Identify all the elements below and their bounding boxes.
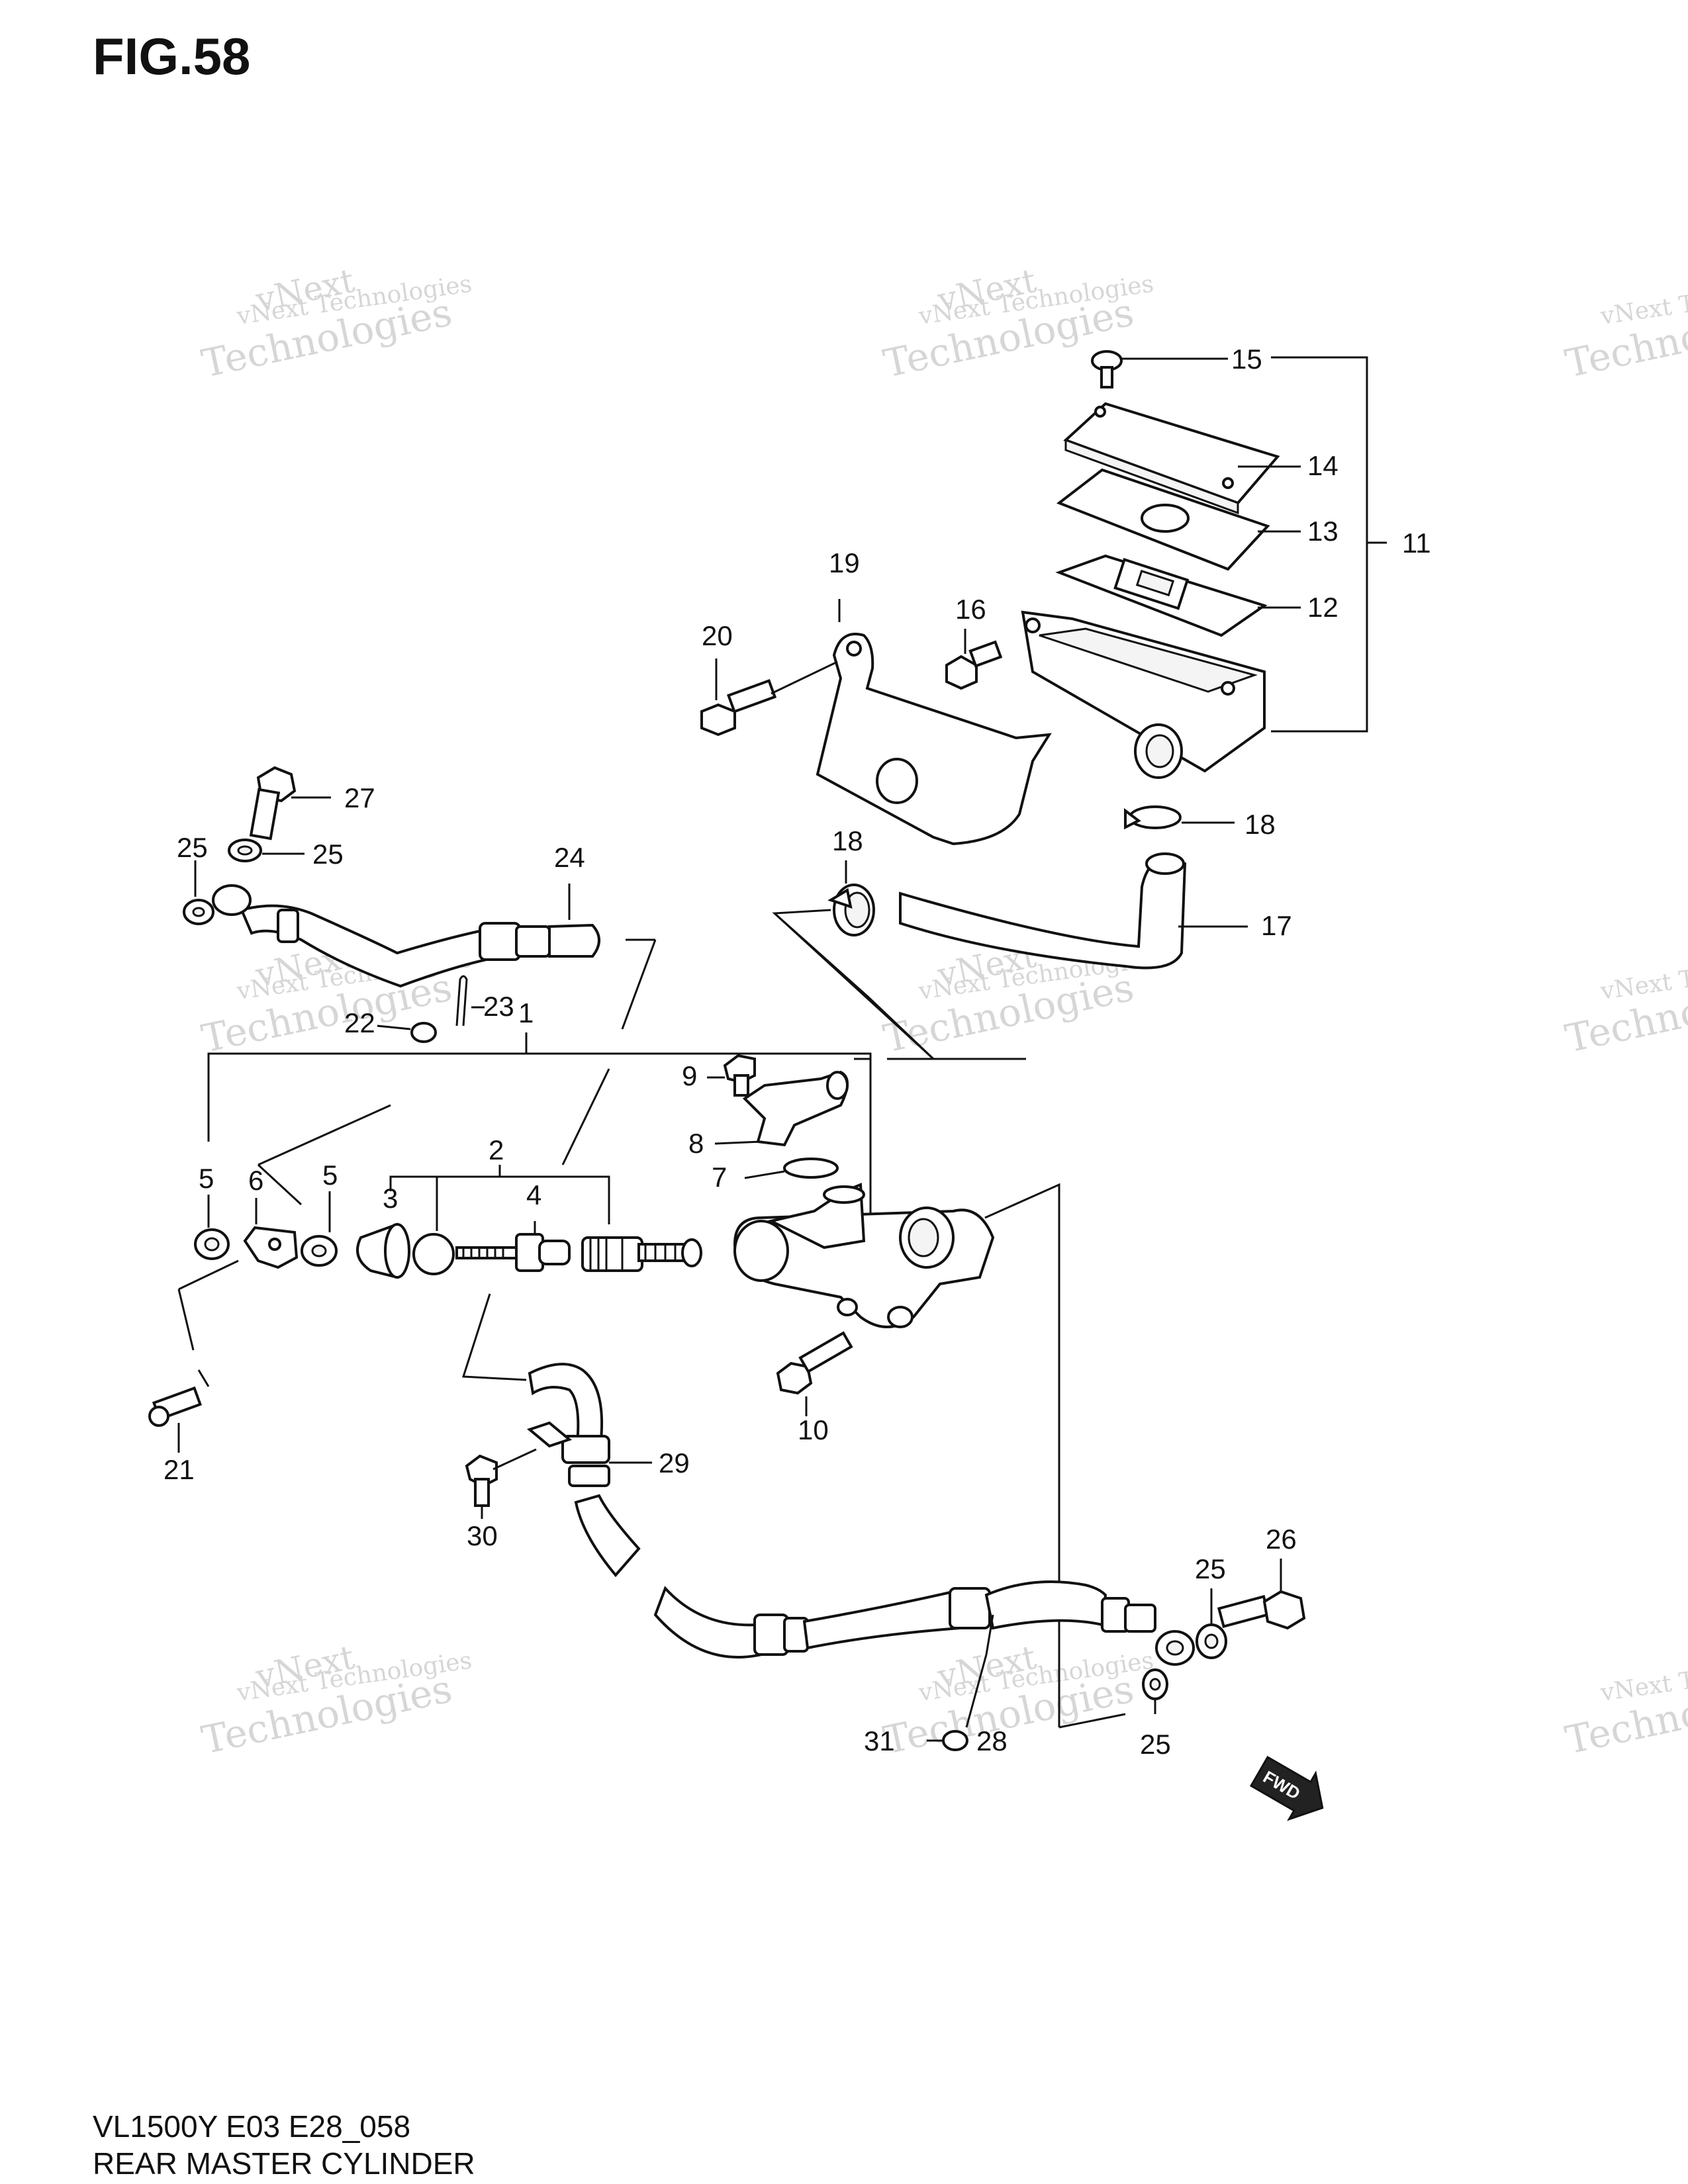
callout-26: 26 [1266, 1524, 1297, 1555]
model-code: VL1500Y E03 E28_058 [93, 2109, 411, 2144]
callout-4: 4 [526, 1179, 541, 1210]
callout-24: 24 [554, 842, 585, 873]
figure-title: FIG.58 [93, 27, 251, 85]
bolt-16 [945, 629, 1003, 690]
lower-hose [528, 1363, 1195, 1666]
callout-12: 12 [1307, 592, 1338, 623]
callout-5: 5 [199, 1163, 214, 1194]
callout-28: 28 [976, 1725, 1008, 1756]
callout-23: 23 [483, 991, 514, 1022]
nut-5-right [301, 1191, 338, 1267]
washer-25-a [228, 839, 305, 862]
bolt-10 [776, 1331, 853, 1416]
callout-8: 8 [688, 1128, 704, 1159]
clevis-6 [243, 1198, 299, 1269]
screw-15 [1091, 350, 1228, 388]
callout-30: 30 [467, 1520, 498, 1551]
washer-22 [377, 1022, 437, 1043]
callout-18b: 18 [832, 825, 863, 856]
callout-9: 9 [682, 1060, 697, 1091]
callout-22: 22 [344, 1007, 375, 1038]
bolt-27 [249, 766, 331, 841]
callout-7: 7 [712, 1161, 727, 1193]
fwd-arrow-icon: FWD [1249, 1755, 1324, 1821]
callout-5b: 5 [322, 1160, 338, 1191]
washer-25-b [183, 860, 214, 925]
nut-5-left [194, 1195, 230, 1260]
callout-10: 10 [798, 1414, 829, 1445]
callout-20: 20 [702, 620, 733, 651]
callout-25a: 25 [177, 832, 208, 863]
master-cylinder-body [733, 1183, 995, 1328]
section-title: REAR MASTER CYLINDER [93, 2146, 475, 2181]
clamp-29 [526, 1421, 652, 1487]
callout-21: 21 [164, 1454, 195, 1485]
circlip [412, 1233, 455, 1275]
callout-31: 31 [864, 1725, 895, 1756]
callout-11: 11 [1402, 527, 1431, 559]
callout-1: 1 [518, 997, 534, 1028]
callout-18: 18 [1244, 809, 1276, 840]
bolt-20 [700, 659, 838, 737]
reservoir-hose-17 [899, 852, 1248, 970]
watermark-group: vNext Technologies vNext Technologies vN… [198, 261, 1688, 1763]
reservoir-assembly [1021, 350, 1387, 779]
callout-15: 15 [1231, 343, 1262, 375]
diagram-footer: VL1500Y E03 E28_058 REAR MASTER CYLINDER [93, 2108, 475, 2182]
washer-25-lower-right [1196, 1588, 1227, 1659]
callout-25c: 25 [1195, 1553, 1226, 1584]
clamp-18-top [1124, 805, 1235, 830]
clevis-pin-21 [148, 1259, 239, 1453]
callout-labels: 1 2 3 4 5 5 6 7 8 9 10 11 12 13 14 15 16… [164, 343, 1431, 1760]
connector-8 [714, 1070, 849, 1147]
callout-25d: 25 [1140, 1729, 1171, 1760]
callout-27: 27 [344, 782, 375, 813]
piston-assembly-2 [581, 1236, 702, 1272]
bolt-30 [465, 1448, 537, 1519]
callout-16: 16 [955, 594, 986, 625]
bolt-31 [927, 1614, 994, 1751]
callout-14: 14 [1307, 450, 1338, 481]
callout-17: 17 [1261, 910, 1292, 941]
boot-3 [356, 1222, 410, 1279]
bolt-9 [707, 1054, 756, 1097]
bracket-19 [816, 599, 1052, 846]
washer-25-lower-bottom [1142, 1668, 1168, 1714]
reservoir-diaphragm-12 [1055, 554, 1301, 637]
callout-25b: 25 [312, 839, 344, 870]
reservoir-cap-14 [1063, 402, 1301, 515]
callout-6: 6 [248, 1165, 263, 1196]
upper-hose-24 [212, 884, 600, 988]
callout-13: 13 [1307, 516, 1338, 547]
bolt-26 [1217, 1559, 1306, 1630]
callout-29: 29 [659, 1447, 690, 1479]
clamp-18-left [827, 860, 875, 936]
reservoir-body [1021, 610, 1266, 779]
o-ring-7 [744, 1158, 839, 1179]
callout-19: 19 [829, 547, 860, 578]
pin-23 [455, 975, 485, 1026]
callout-3: 3 [383, 1183, 398, 1214]
push-rod-4 [455, 1221, 571, 1272]
reservoir-plate-13 [1056, 468, 1301, 571]
callout-2: 2 [489, 1134, 504, 1165]
